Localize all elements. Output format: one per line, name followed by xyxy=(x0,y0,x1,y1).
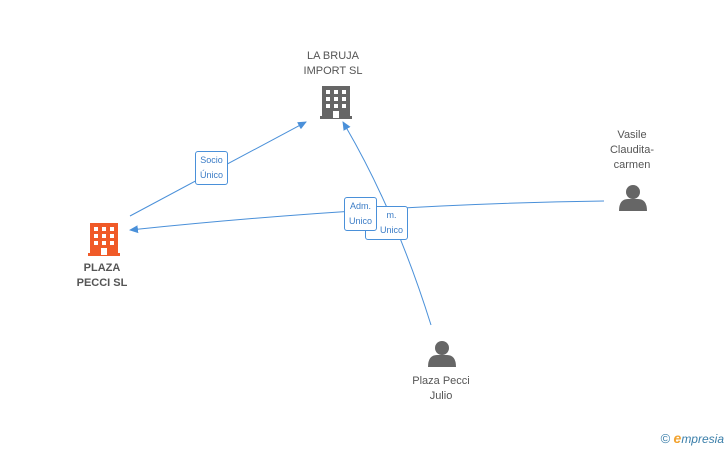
node-label-vasile[interactable]: Vasile Claudita- carmen xyxy=(609,129,655,171)
building-icon-main[interactable] xyxy=(88,223,120,256)
edge-label-socio-unico: Socio Único xyxy=(195,151,229,185)
brand-logo-text: mpresia xyxy=(681,432,724,446)
person-icon[interactable] xyxy=(428,341,456,367)
node-label-plaza-pecci-julio[interactable]: Plaza Pecci Julio xyxy=(412,375,470,402)
building-icon[interactable] xyxy=(320,86,352,119)
node-label-la-bruja[interactable]: LA BRUJA IMPORT SL xyxy=(303,50,363,77)
edge-label-adm-unico: Adm. Unico xyxy=(344,197,378,231)
brand-footer: © empresia xyxy=(661,430,724,446)
node-label-plaza-pecci-sl[interactable]: PLAZA PECCI SL xyxy=(76,262,128,289)
copyright-symbol: © xyxy=(660,431,671,446)
brand-logo-initial: e xyxy=(673,430,682,446)
person-icon[interactable] xyxy=(619,185,647,211)
